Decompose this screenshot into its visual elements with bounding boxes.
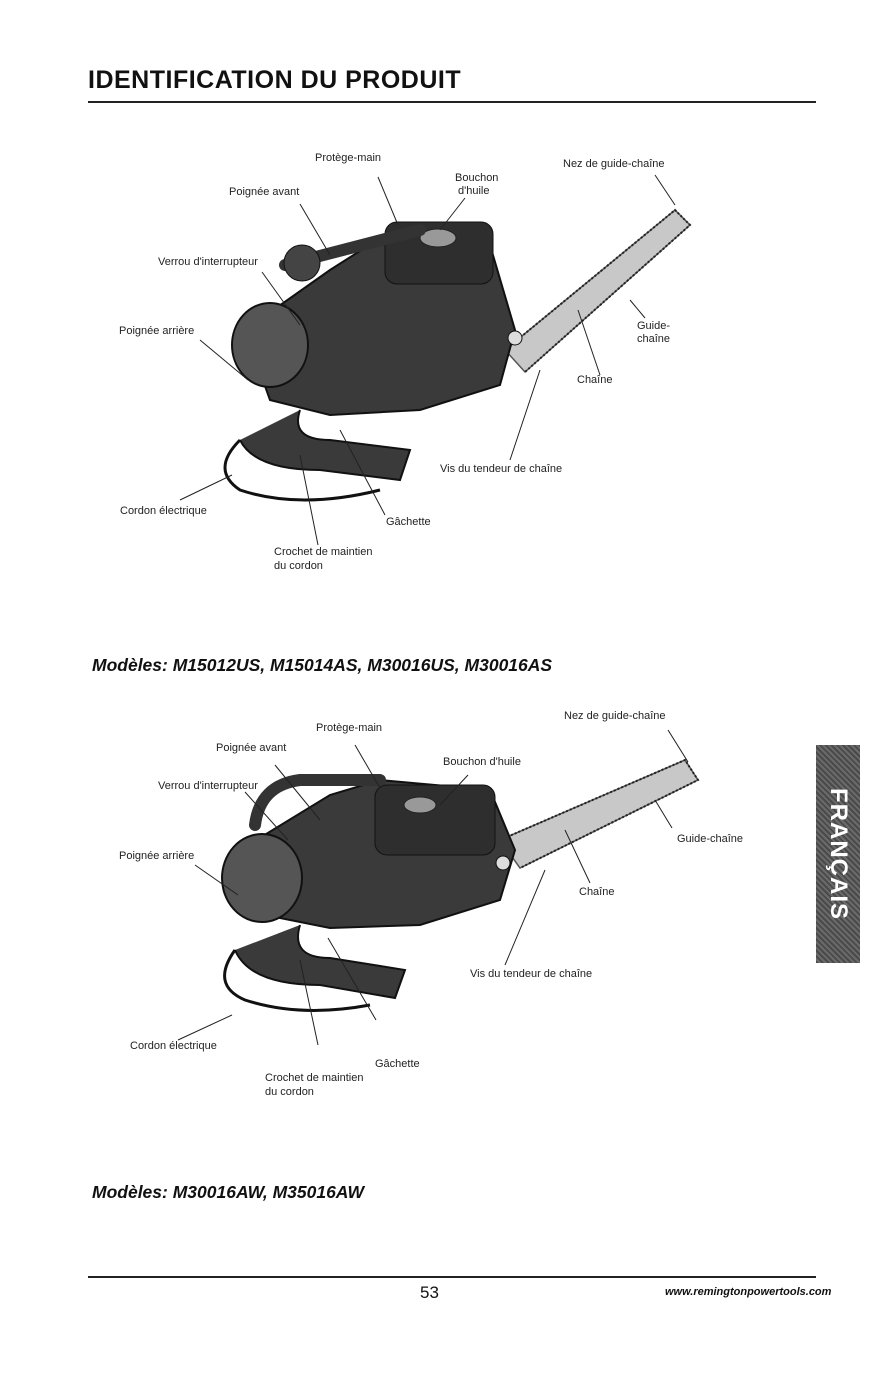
- oil-cap: [419, 228, 457, 248]
- label-guide-1: Guide-: [637, 320, 671, 332]
- oil-cap: [403, 796, 437, 814]
- label-crochet-2: du cordon: [265, 1086, 314, 1098]
- label-verrou: Verrou d'interrupteur: [158, 780, 258, 792]
- chainsaw-illustration-1: [179, 174, 692, 546]
- guide-bar: [498, 759, 700, 869]
- label-guide: Guide-chaîne: [677, 833, 744, 845]
- label-crochet-2: du cordon: [274, 560, 323, 572]
- label-crochet-1: Crochet de maintien: [274, 546, 373, 558]
- label-protege-main: Protège-main: [316, 722, 383, 734]
- website-url: www.remingtonpowertools.com: [665, 1286, 832, 1298]
- figure-2: Nez de guide-chaîne Protège-main Poignée…: [0, 700, 892, 1170]
- language-tab-label: FRANÇAIS: [825, 788, 852, 920]
- label-guide-2: chaîne: [637, 333, 671, 345]
- label-dhuile: d'huile: [458, 185, 490, 197]
- tensioner-screw: [495, 855, 511, 871]
- label-cordon: Cordon électrique: [120, 505, 207, 517]
- language-tab: FRANÇAIS: [816, 745, 860, 963]
- label-poignee-arriere: Poignée arrière: [119, 850, 195, 862]
- label-bouchon: Bouchon: [455, 172, 499, 184]
- label-gachette: Gâchette: [386, 516, 431, 528]
- front-handle: [249, 774, 386, 831]
- page-number: 53: [420, 1283, 439, 1302]
- leader-lines-2: [177, 729, 689, 1046]
- label-poignee-avant: Poignée avant: [229, 186, 300, 198]
- caption-figure-1: Modèles: M15012US, M15014AS, M30016US, M…: [92, 655, 553, 675]
- leader-lines-1: [179, 174, 676, 546]
- motor-cap: [221, 833, 303, 923]
- oil-tank: [374, 784, 496, 856]
- label-verrou: Verrou d'interrupteur: [158, 256, 258, 268]
- rear-handle: [234, 924, 407, 1000]
- title-rule: [88, 101, 816, 103]
- label-poignee-arriere: Poignée arrière: [119, 325, 195, 337]
- label-protege-main: Protège-main: [315, 152, 382, 164]
- label-cordon: Cordon électrique: [130, 1040, 217, 1052]
- label-nez: Nez de guide-chaîne: [563, 158, 665, 170]
- label-crochet-1: Crochet de maintien: [265, 1072, 364, 1084]
- label-chaine: Chaîne: [579, 886, 615, 898]
- power-cord: [223, 438, 381, 502]
- label-gachette: Gâchette: [375, 1058, 420, 1070]
- label-vis: Vis du tendeur de chaîne: [470, 968, 593, 980]
- figure-1: Protège-main Poignée avant Bouchon d'hui…: [0, 0, 892, 572]
- hand-guard-knob: [283, 244, 321, 282]
- tensioner-screw: [507, 330, 523, 346]
- label-vis: Vis du tendeur de chaîne: [440, 463, 563, 475]
- power-cord: [223, 949, 371, 1012]
- footer-rule: [88, 1276, 816, 1278]
- caption-figure-2: Modèles: M30016AW, M35016AW: [92, 1182, 364, 1202]
- label-chaine: Chaîne: [577, 374, 613, 386]
- guide-bar: [503, 208, 692, 374]
- chainsaw-illustration-2: [177, 729, 700, 1046]
- rear-handle: [239, 409, 412, 482]
- label-nez: Nez de guide-chaîne: [564, 710, 666, 722]
- page-title: IDENTIFICATION DU PRODUIT: [88, 66, 462, 94]
- label-poignee-avant: Poignée avant: [216, 742, 287, 754]
- label-bouchon: Bouchon d'huile: [443, 756, 521, 768]
- motor-cap: [231, 302, 309, 388]
- chain: [499, 758, 700, 869]
